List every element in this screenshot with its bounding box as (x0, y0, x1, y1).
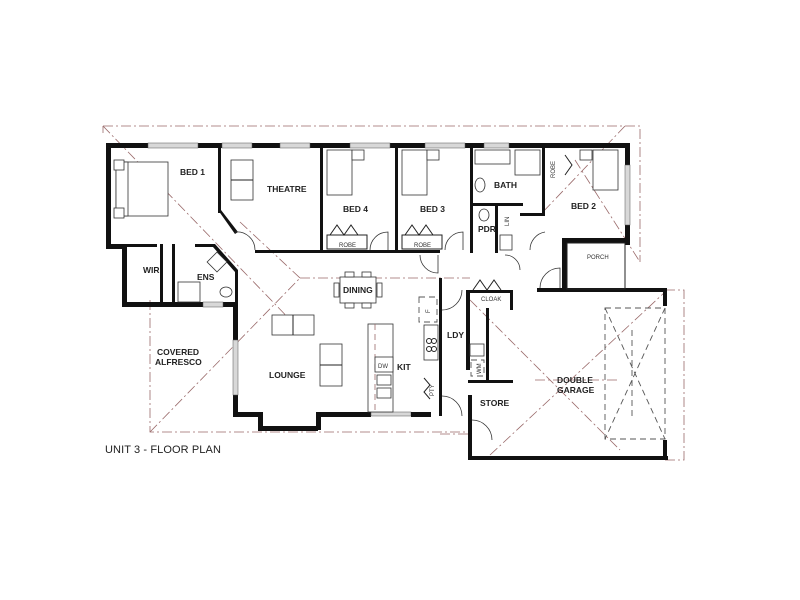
label-pdr: PDR (478, 224, 496, 234)
label-wm: WM (477, 363, 483, 374)
label-kit: KIT (397, 362, 412, 372)
label-double-garage-2: GARAGE (557, 385, 595, 395)
label-fridge: F (426, 309, 432, 313)
plan-caption: UNIT 3 - FLOOR PLAN (105, 444, 221, 456)
label-covered-alfresco-2: ALFRESCO (155, 357, 202, 367)
garage-car-outline (604, 307, 666, 440)
label-ens: ENS (197, 272, 215, 282)
label-lounge: LOUNGE (269, 370, 306, 380)
exterior-walls (106, 142, 631, 431)
furniture (113, 149, 619, 413)
door-swings (234, 231, 561, 441)
label-bed2: BED 2 (571, 201, 596, 211)
label-ldy: LDY (447, 330, 464, 340)
label-bed4: BED 4 (343, 204, 368, 214)
room-labels: BED 1 THEATRE BED 4 BED 3 BATH BED 2 PDR… (143, 161, 609, 408)
label-covered-alfresco-1: COVERED (157, 347, 199, 357)
label-bed1: BED 1 (180, 167, 205, 177)
label-pty: PTY (430, 384, 436, 396)
label-porch: PORCH (587, 255, 609, 261)
label-dw: DW (378, 364, 388, 370)
label-robe-bed4: ROBE (339, 243, 356, 249)
label-cloak: CLOAK (481, 297, 501, 303)
label-theatre: THEATRE (267, 184, 307, 194)
roof-outline (102, 125, 685, 461)
label-bath: BATH (494, 180, 517, 190)
label-wir: WIR (143, 265, 160, 275)
label-robe-bed3: ROBE (414, 243, 431, 249)
label-lin: LIN (505, 217, 511, 226)
label-bed3: BED 3 (420, 204, 445, 214)
label-double-garage-1: DOUBLE (557, 375, 593, 385)
label-robe-bed2: ROBE (551, 161, 557, 178)
label-dining: DINING (343, 285, 373, 295)
label-store: STORE (480, 398, 509, 408)
interior-walls (122, 143, 668, 460)
